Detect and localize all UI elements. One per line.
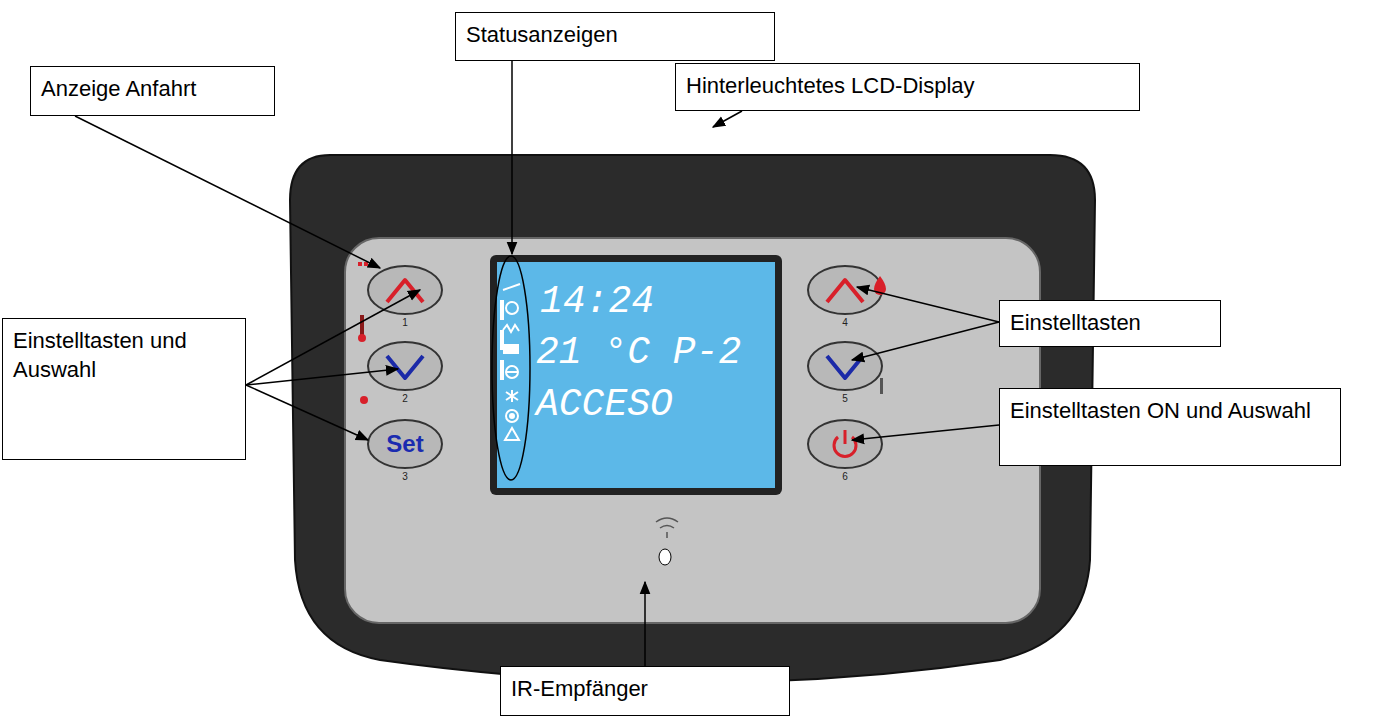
lcd-text: 21 °C P-2 [536,334,741,372]
button-number: 2 [402,393,408,404]
status-outline [492,256,530,480]
button-number: 4 [842,317,848,328]
housing [290,155,1095,683]
callout-text: Einstelltasten [1010,309,1210,338]
side-symbols [358,262,886,404]
callout-box: Anzeige Anfahrt [30,66,275,116]
callout-box: IR-Empfänger [500,666,790,716]
button-number: 1 [402,317,408,328]
callout-text: Einstelltasten und Auswahl [13,327,235,384]
ir-receiver [656,518,678,565]
callout-box: Einstelltasten ON und Auswahl [999,388,1341,466]
lcd-text: 14:24 [540,283,654,321]
callout-box: Einstelltasten und Auswahl [2,318,246,460]
callout-text: Einstelltasten ON und Auswahl [1010,397,1330,426]
status-icons [503,284,520,440]
callout-text: IR-Empfänger [511,675,779,704]
buttons [368,266,882,468]
callout-text: Statusanzeigen [466,21,764,50]
callout-box: Hinterleuchtetes LCD-Display [675,63,1140,111]
button-label: Set [386,430,423,458]
status-bars [500,300,504,380]
callout-text: Anzeige Anfahrt [41,75,264,104]
front-panel [345,238,1040,623]
callout-text: Hinterleuchtetes LCD-Display [686,72,1129,101]
callout-box: Einstelltasten [999,300,1221,347]
lcd-frame [490,255,782,495]
lcd-text: ACCESO [536,386,673,424]
lcd-screen [497,262,775,488]
button-symbols [387,280,863,456]
button-number: 5 [842,393,848,404]
button-number: 6 [842,471,848,482]
callout-box: Statusanzeigen [455,12,775,61]
button-number: 3 [402,471,408,482]
